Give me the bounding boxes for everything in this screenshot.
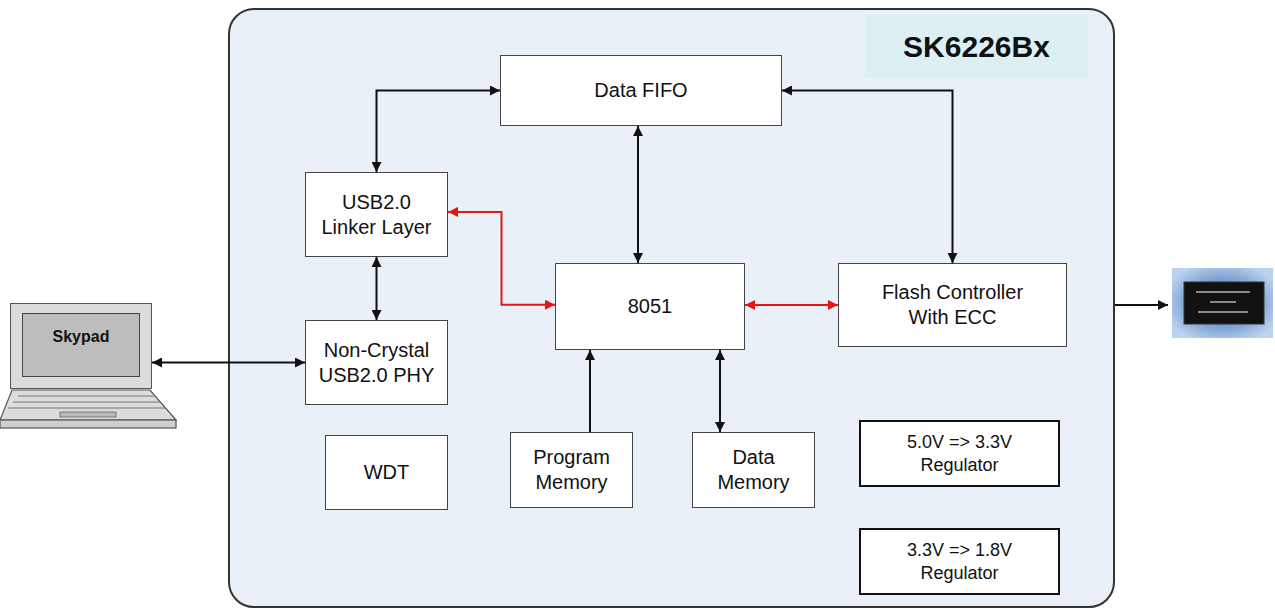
block-box: Data Memory <box>692 432 815 508</box>
data-arrow <box>589 350 591 432</box>
data-arrow <box>719 350 721 432</box>
block-label: 5.0V => 3.3V Regulator <box>890 431 1030 476</box>
block-box: 8051 <box>555 263 745 350</box>
data-arrow <box>637 126 639 263</box>
flash-chip <box>1172 268 1273 338</box>
block-box: Non-Crystal USB2.0 PHY <box>305 320 448 405</box>
block-label: Data Memory <box>704 445 804 495</box>
laptop-base <box>0 390 176 428</box>
block-box: WDT <box>325 435 448 510</box>
block-label: Program Memory <box>522 445 622 495</box>
title-patch: SK6226Bx <box>865 15 1088 78</box>
block-box: Flash Controller With ECC <box>838 263 1067 347</box>
control-arrow <box>448 212 555 305</box>
block-label: WDT <box>364 460 410 485</box>
data-arrow <box>782 91 953 264</box>
block-label: Data FIFO <box>594 78 687 103</box>
block-label: 3.3V => 1.8V Regulator <box>890 539 1030 584</box>
screen-panel: Skypad <box>22 313 140 377</box>
control-arrow <box>745 304 838 306</box>
block-label: Flash Controller With ECC <box>867 280 1039 330</box>
chip-title: SK6226Bx <box>903 30 1050 64</box>
data-arrow <box>152 362 305 364</box>
block-box: 5.0V => 3.3V Regulator <box>859 420 1060 487</box>
host-label: Skypad <box>53 328 110 346</box>
block-box: Program Memory <box>510 432 633 508</box>
block-label: 8051 <box>628 294 673 319</box>
data-arrow <box>377 91 501 173</box>
chip-outline: SK6226BxData FIFO USB2.0 Linker Layer 8051… <box>228 8 1115 608</box>
laptop-screen: Skypad <box>10 303 152 389</box>
block-box: Data FIFO <box>500 55 782 126</box>
block-box: USB2.0 Linker Layer <box>305 172 448 257</box>
data-arrow <box>376 257 378 320</box>
block-label: USB2.0 Linker Layer <box>318 190 436 240</box>
block-box: 3.3V => 1.8V Regulator <box>859 528 1060 595</box>
block-label: Non-Crystal USB2.0 PHY <box>317 338 437 388</box>
